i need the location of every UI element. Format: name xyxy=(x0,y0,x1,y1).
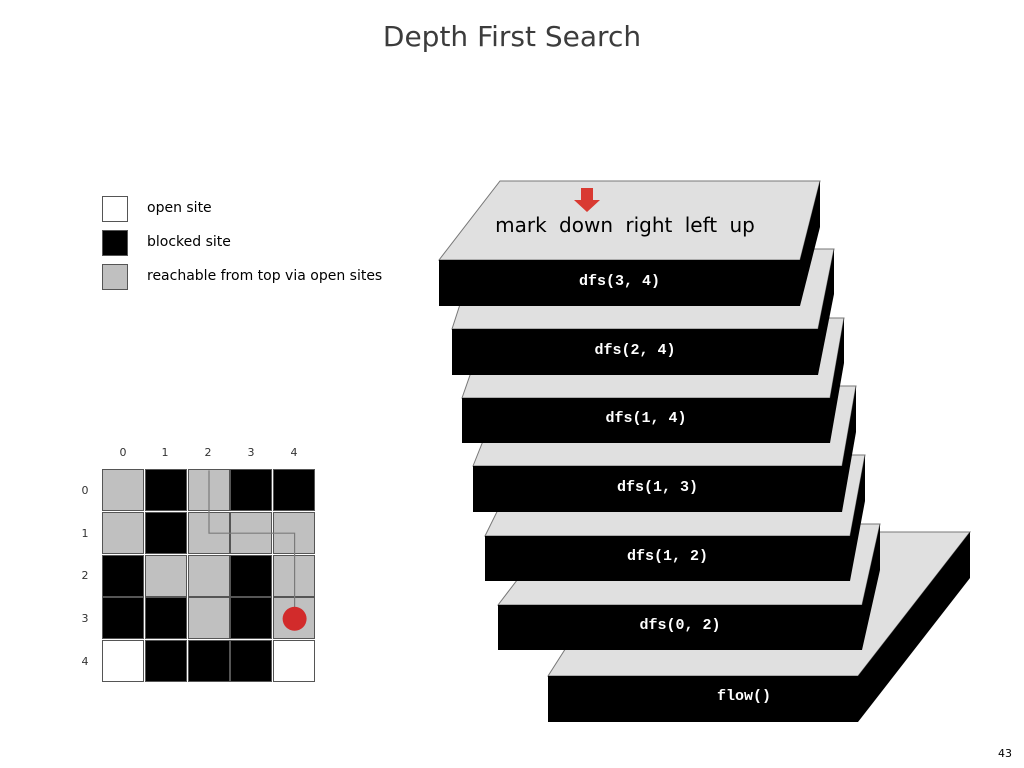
grid-cell-1-0 xyxy=(102,512,144,554)
grid-cell-0-1 xyxy=(145,469,187,511)
grid-cell-3-1 xyxy=(145,597,187,639)
grid-col-label-2: 2 xyxy=(204,446,212,459)
legend-label-blocked: blocked site xyxy=(147,234,231,250)
grid-cell-2-0 xyxy=(102,555,144,597)
slide-title: Depth First Search xyxy=(382,20,642,53)
grid-col-label-1: 1 xyxy=(161,446,169,459)
grid-cell-4-4 xyxy=(273,640,315,682)
grid-cell-2-1 xyxy=(145,555,187,597)
grid-cell-0-0 xyxy=(102,469,144,511)
grid-cell-4-1 xyxy=(145,640,187,682)
grid-row-label-3: 3 xyxy=(81,612,89,625)
frame-label-flow: flow() xyxy=(716,688,771,705)
frame-label-dfs-1-2: dfs(1, 2) xyxy=(626,548,708,565)
legend-swatch-blocked xyxy=(102,230,128,256)
stack-frame-dfs-3-4 xyxy=(437,180,821,306)
legend-label-reachable: reachable from top via open sites xyxy=(147,268,383,284)
grid-col-label-3: 3 xyxy=(247,446,255,459)
grid-cell-3-0 xyxy=(102,597,144,639)
grid-cell-4-3 xyxy=(230,640,272,682)
down-arrow-icon xyxy=(574,188,600,212)
grid-cell-4-2 xyxy=(188,640,230,682)
page-number: 43 xyxy=(998,747,1012,760)
frame-label-dfs-0-2: dfs(0, 2) xyxy=(639,617,721,634)
grid-col-label-0: 0 xyxy=(119,446,127,459)
legend-swatch-reachable xyxy=(102,264,128,290)
grid-cell-4-0 xyxy=(102,640,144,682)
frame-label-dfs-1-4: dfs(1, 4) xyxy=(605,410,687,427)
grid-row-label-2: 2 xyxy=(81,569,89,582)
grid-col-label-4: 4 xyxy=(290,446,298,459)
frame-label-dfs-2-4: dfs(2, 4) xyxy=(594,342,676,359)
grid-row-label-1: 1 xyxy=(81,527,89,540)
legend-label-open: open site xyxy=(147,200,212,216)
dfs-operations-sequence: mark down right left up xyxy=(495,213,755,237)
grid-row-label-4: 4 xyxy=(81,655,89,668)
frame-label-dfs-1-3: dfs(1, 3) xyxy=(616,479,698,496)
legend-swatch-open xyxy=(102,196,128,222)
grid-row-label-0: 0 xyxy=(81,484,89,497)
grid-cell-1-1 xyxy=(145,512,187,554)
frame-label-dfs-3-4: dfs(3, 4) xyxy=(578,273,660,290)
